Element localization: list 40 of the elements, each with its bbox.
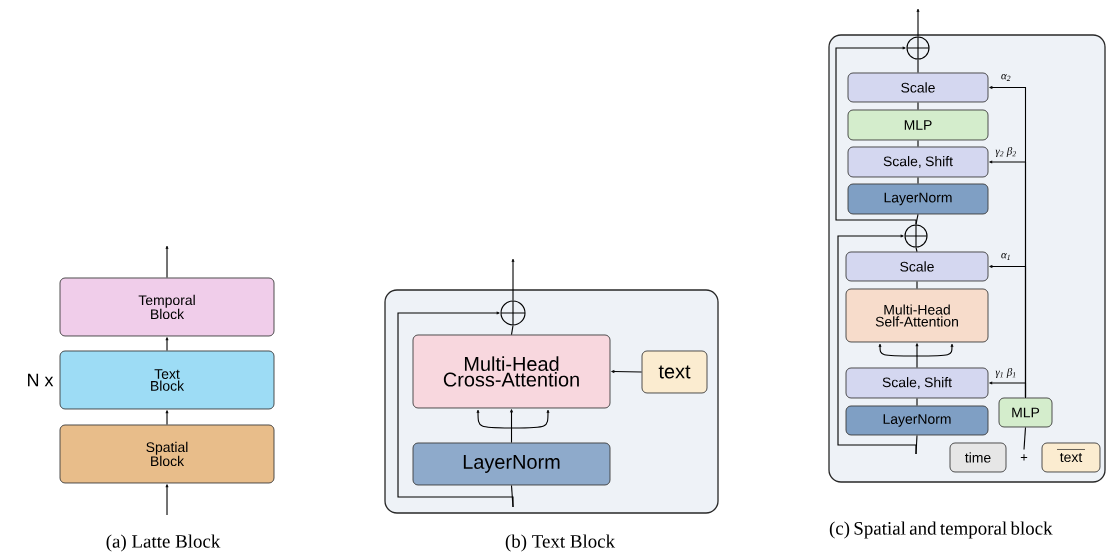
norm-box: LayerNorm (845, 405, 989, 436)
add-circle (906, 36, 930, 60)
multiplier-label: N x (28, 373, 54, 387)
caption: (c) Spatial and temporal block (829, 521, 1053, 539)
add-circle (904, 224, 928, 248)
plus-sign: + (1020, 454, 1028, 461)
arrow (916, 8, 920, 37)
norm-box: LayerNorm (412, 442, 611, 486)
caption: (b) Text Block (505, 534, 616, 552)
layer-box: Scale, Shift (845, 367, 989, 399)
layer-box: MLP (847, 109, 989, 141)
arrow (165, 337, 169, 352)
block-box: Text Block (59, 350, 275, 410)
attention-box: Multi-Head Cross-Attention (412, 334, 611, 409)
arrow (397, 311, 514, 508)
layer-box: MLP (998, 397, 1053, 428)
arrow (837, 234, 917, 455)
norm-box: LayerNorm (847, 183, 989, 215)
block-box: Spatial Block (59, 424, 275, 484)
arrow (165, 245, 169, 279)
arrow (165, 410, 169, 426)
layer-box: Scale, Shift (847, 146, 989, 178)
input-box: text (1041, 442, 1101, 473)
arrow (989, 381, 1027, 399)
input-box: text (641, 350, 708, 394)
caption: (a) Latte Block (106, 534, 221, 552)
arrow (165, 484, 169, 516)
arrow (511, 258, 515, 301)
layer-box: Scale (845, 251, 989, 282)
layer-box: Scale (847, 72, 989, 103)
edge-label: α$_{2}$ (999, 73, 1013, 82)
edge-label: α$_{1}$ (999, 252, 1013, 261)
arrow (510, 409, 513, 444)
arrow (915, 343, 919, 369)
input-box: time (949, 442, 1007, 473)
arrow (835, 46, 917, 225)
arrow (611, 370, 643, 373)
block-box: Temporal Block (59, 277, 275, 337)
attention-box: Multi-Head Self-Attention (845, 288, 989, 343)
add-circle (500, 300, 526, 326)
